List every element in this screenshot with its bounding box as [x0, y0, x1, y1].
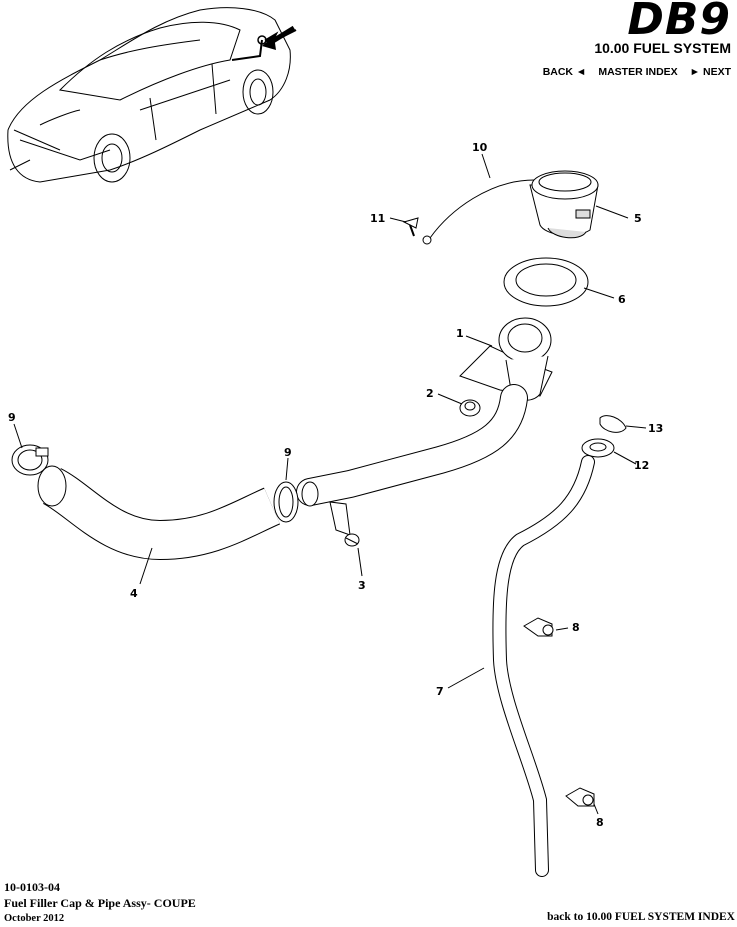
navigation-bar: BACK ◄ MASTER INDEX ► NEXT — [543, 66, 731, 78]
callout-3: 3 — [358, 579, 366, 592]
part-breather-clamp — [599, 415, 627, 433]
callout-4: 4 — [130, 587, 138, 600]
callout-8-lower: 8 — [596, 816, 604, 829]
callout-13: 13 — [648, 422, 663, 435]
publication-date: October 2012 — [4, 913, 65, 924]
back-to-index-link[interactable]: back to 10.00 FUEL SYSTEM INDEX — [547, 911, 735, 923]
next-link[interactable]: ► NEXT — [689, 66, 731, 78]
part-code: 10-0103-04 — [4, 880, 60, 894]
part-filler-seal — [503, 257, 589, 307]
db9-logo: DB9 — [627, 0, 731, 45]
car-fuel-location-indicator — [231, 25, 297, 61]
callout-1: 1 — [456, 327, 464, 340]
section-title: 10.00 FUEL SYSTEM — [594, 40, 731, 56]
master-index-link[interactable]: MASTER INDEX — [598, 66, 678, 78]
part-screw — [402, 217, 419, 237]
callout-10: 10 — [472, 141, 488, 154]
part-tether-eyelet — [422, 235, 432, 245]
part-bolt — [344, 533, 360, 547]
callout-7: 7 — [436, 685, 444, 698]
callout-2: 2 — [426, 387, 434, 400]
part-filler-neck — [459, 317, 553, 401]
diagram-title: Fuel Filler Cap & Pipe Assy- COUPE — [4, 896, 196, 910]
callout-11: 11 — [370, 212, 385, 225]
callout-9-left: 9 — [8, 411, 16, 424]
callout-9-middle: 9 — [284, 446, 292, 459]
part-pipe-clip-lower — [565, 787, 595, 807]
part-grommet — [459, 399, 481, 417]
car-illustration — [7, 7, 291, 183]
part-breather-grommet — [581, 438, 615, 458]
callout-12: 12 — [634, 459, 649, 472]
part-cap-tether — [429, 179, 535, 239]
callout-5: 5 — [634, 212, 642, 225]
callout-leaders — [13, 153, 647, 815]
part-bracket — [329, 501, 351, 536]
callout-6: 6 — [618, 293, 626, 306]
part-hose-clamp-middle — [273, 481, 299, 523]
back-link[interactable]: BACK ◄ — [542, 66, 587, 78]
part-fuel-filler-cap — [529, 170, 599, 239]
part-hose-clamp-left — [11, 444, 49, 476]
callout-8-upper: 8 — [572, 621, 580, 634]
part-pipe-clip-upper — [523, 617, 554, 637]
